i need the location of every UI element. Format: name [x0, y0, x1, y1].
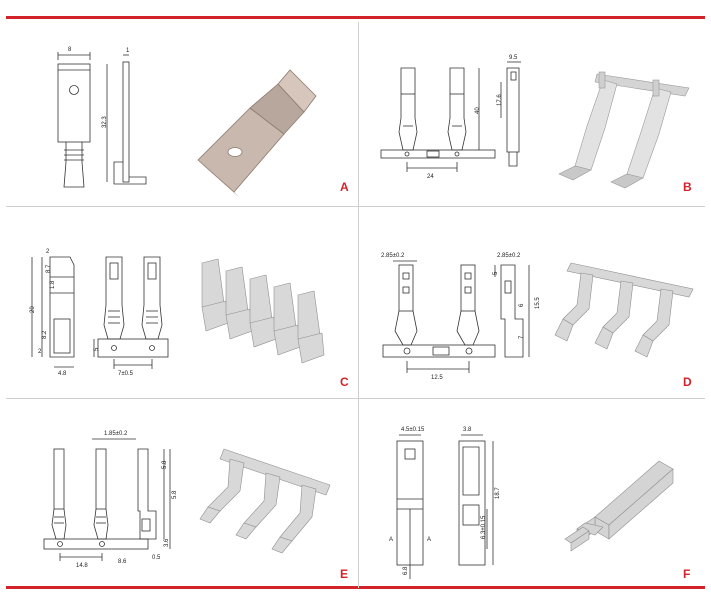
terminal-e-front-views — [43, 438, 149, 561]
terminal-f-render — [564, 460, 674, 552]
dim-b-length: 40 — [475, 107, 481, 114]
dim-f-mid: 6.3±0.15 — [481, 515, 487, 539]
terminal-d-side-view — [494, 264, 530, 358]
panel-d: 2.85±0.2 12.5 2.85±0.2 5 6 15.5 7 — [359, 207, 705, 398]
terminal-c-side-view — [31, 256, 75, 368]
panel-label-d: D — [683, 375, 692, 389]
terminal-e-side-view — [137, 448, 171, 549]
terminal-d-front-views — [382, 260, 496, 373]
terminal-b-render — [558, 71, 690, 189]
dim-c-lower: 8.2 — [42, 330, 48, 339]
panel-label-f: F — [683, 567, 691, 581]
dim-e-pitch: 14.8 — [76, 563, 88, 569]
row-divider-1 — [6, 206, 705, 207]
dim-f-width: 4.5±0.15 — [401, 427, 425, 433]
dim-a-thickness: 1 — [126, 48, 130, 54]
dim-c-small-1: 2 — [46, 249, 50, 255]
dim-c-base: 5 — [94, 347, 100, 351]
panel-label-b: B — [683, 180, 692, 194]
panel-a-drawing: 8 1 32.3 — [57, 47, 317, 198]
panel-label-c: C — [340, 375, 349, 389]
terminal-a-render — [197, 69, 317, 198]
dim-d-mid: 6 — [519, 303, 525, 307]
panel-b: 24 40 9.5 17.6 B — [359, 22, 705, 206]
terminal-d-render — [554, 262, 694, 358]
terminal-b-front-views — [380, 67, 496, 172]
center-divider — [358, 22, 359, 588]
dim-d-top: 5 — [493, 271, 499, 275]
panel-c: 8.7 2 1.8 20 8.2 2 4.8 — [6, 207, 358, 398]
section-mark-right: A — [427, 537, 431, 543]
dim-f-length: 18.7 — [495, 487, 501, 499]
panel-c-drawing: 8.7 2 1.8 20 8.2 2 4.8 — [30, 249, 325, 377]
dim-d-length: 15.5 — [535, 297, 541, 309]
dim-d-width-right: 2.85±0.2 — [497, 253, 521, 259]
dim-c-width: 4.8 — [58, 371, 67, 377]
section-mark-left: A — [389, 537, 393, 543]
terminal-f-side-view — [458, 434, 494, 566]
terminal-b-side-view — [500, 61, 521, 167]
dim-e-length: 5.8 — [172, 490, 178, 499]
dim-d-lower: 7 — [519, 335, 525, 339]
dim-b-pitch: 24 — [427, 174, 434, 180]
dim-c-pitch: 7±0.5 — [118, 371, 134, 377]
top-red-rule — [6, 16, 705, 19]
panel-e-drawing: 1.85±0.2 14.8 8.6 5.8 5.8 3.6 0.5 — [43, 431, 331, 569]
dim-a-width: 8 — [68, 47, 72, 53]
terminal-a-front-view — [57, 52, 91, 188]
dim-e-thickness: 0.5 — [152, 555, 161, 561]
panel-label-e: E — [340, 567, 349, 581]
panel-b-drawing: 24 40 9.5 17.6 — [380, 55, 690, 189]
dim-e-width: 1.85±0.2 — [104, 431, 128, 437]
panel-label-a: A — [340, 180, 349, 194]
dim-e-top: 5.8 — [162, 460, 168, 469]
dim-a-length: 32.3 — [102, 116, 108, 128]
dim-c-length: 20 — [30, 306, 36, 313]
dim-b-sub-length: 17.6 — [497, 94, 503, 106]
terminal-e-render — [199, 448, 331, 554]
dim-c-small-3: 2 — [38, 349, 42, 355]
row-divider-2 — [6, 398, 705, 399]
panel-d-drawing: 2.85±0.2 12.5 2.85±0.2 5 6 15.5 7 — [381, 253, 694, 381]
panel-e: 1.85±0.2 14.8 8.6 5.8 5.8 3.6 0.5 — [6, 399, 358, 586]
dim-b-width: 9.5 — [509, 55, 518, 61]
dim-c-top: 8.7 — [46, 264, 52, 273]
dim-e-hole: 8.6 — [118, 559, 127, 565]
terminal-f-front-view — [396, 434, 424, 579]
panel-f-drawing: 4.5±0.15 A A 6.8 3.8 18.7 6.3±0.15 — [389, 427, 674, 579]
dim-d-width-left: 2.85±0.2 — [381, 253, 405, 259]
panel-f: 4.5±0.15 A A 6.8 3.8 18.7 6.3±0.15 — [359, 399, 705, 586]
terminal-c-front-views — [93, 256, 169, 369]
terminal-a-side-view — [106, 54, 147, 185]
dim-f-side-width: 3.8 — [463, 427, 472, 433]
dim-c-small-2: 1.8 — [50, 280, 56, 289]
dim-f-tip: 6.8 — [403, 566, 409, 575]
dim-e-base: 3.6 — [164, 538, 170, 547]
terminal-c-render — [201, 258, 325, 364]
bottom-red-rule — [6, 586, 705, 589]
panel-a: 8 1 32.3 A — [6, 22, 358, 206]
dim-d-pitch: 12.5 — [431, 375, 443, 381]
